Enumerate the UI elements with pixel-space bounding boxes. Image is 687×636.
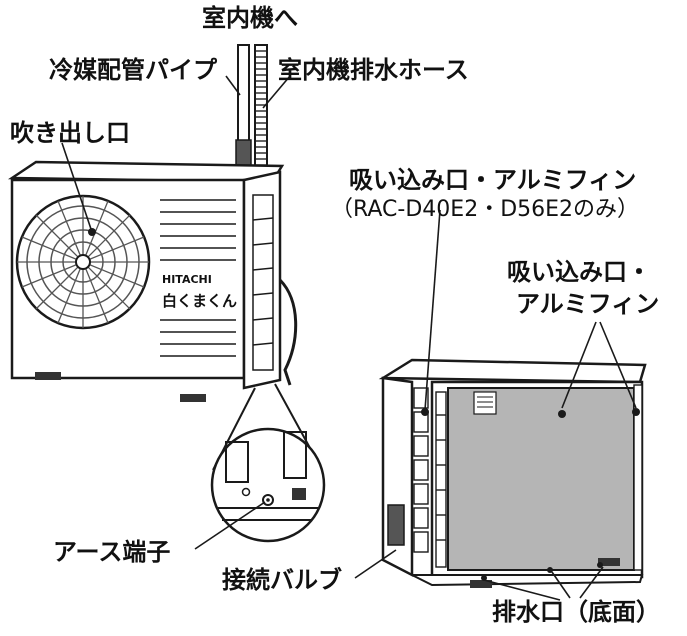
- outdoor-unit-rear: [378, 358, 647, 588]
- leader-markers: [88, 228, 640, 418]
- label-connection-valve: 接続バルブ: [222, 566, 342, 594]
- leader-lines: [61, 75, 637, 601]
- label-intake-fins-2-line2: アルミフィン: [516, 290, 660, 318]
- label-air-outlet: 吹き出し口: [10, 119, 130, 147]
- label-drain-hose: 室内機排水ホース: [278, 56, 469, 84]
- label-indoor-unit: 室内機へ: [202, 4, 298, 32]
- brand-name: HITACHI: [162, 273, 212, 286]
- refrigerant-pipe: [235, 44, 252, 186]
- label-refrigerant-pipe: 冷媒配管パイプ: [49, 56, 217, 84]
- outdoor-unit-front: [7, 160, 298, 402]
- label-drain-outlet: 排水口（底面）: [492, 598, 660, 626]
- label-intake-fins-1: 吸い込み口・アルミフィン: [349, 166, 637, 194]
- label-earth-terminal: アース端子: [53, 538, 171, 566]
- product-name: 白くまくん: [162, 292, 237, 310]
- detail-magnifier: [210, 383, 326, 543]
- label-intake-fins-2-line1: 吸い込み口・: [507, 258, 651, 286]
- label-intake-fins-1-note: （RAC-D40E2・D56E2のみ）: [331, 197, 640, 222]
